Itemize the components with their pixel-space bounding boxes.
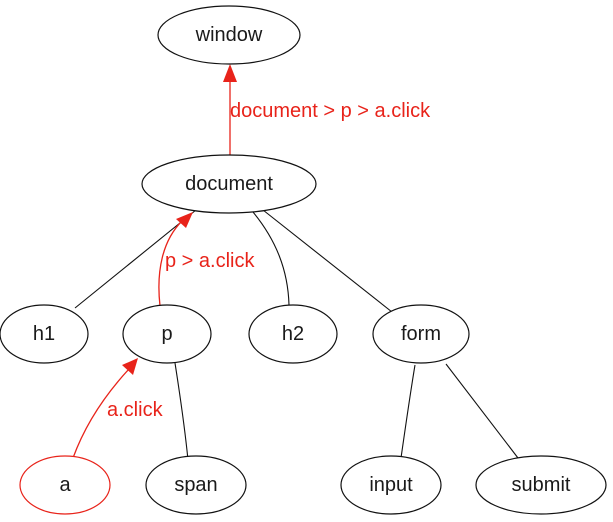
node-label-input: input: [369, 474, 413, 496]
node-label-span: span: [174, 474, 217, 496]
node-h1: h1: [0, 304, 89, 364]
node-submit: submit: [475, 455, 607, 515]
edge-form-input: [400, 364, 416, 459]
arrowhead-p: [122, 358, 138, 375]
arrowhead-document: [176, 212, 193, 228]
edge-document-form: [262, 209, 393, 313]
node-a: a: [19, 455, 111, 515]
event-edge-p-to-document: [158, 220, 183, 307]
node-label-window: window: [195, 24, 263, 46]
node-label-form: form: [401, 323, 441, 345]
event-label-a-click: a.click: [107, 399, 164, 421]
event-label-p-a-click: p > a.click: [165, 250, 255, 272]
event-labels: a.click p > a.click document > p > a.cli…: [107, 100, 431, 421]
event-edge-a-to-p: [72, 368, 130, 459]
node-window: window: [157, 5, 301, 65]
node-input: input: [340, 455, 442, 515]
arrowhead-window: [223, 64, 237, 82]
edge-document-h1: [74, 209, 197, 309]
node-label-h2: h2: [282, 323, 304, 345]
node-h2: h2: [248, 304, 338, 364]
node-label-submit: submit: [512, 474, 571, 496]
event-path: [72, 64, 237, 459]
node-label-document: document: [185, 173, 273, 195]
node-p: p: [122, 304, 212, 364]
node-label-h1: h1: [33, 323, 55, 345]
node-document: document: [141, 154, 317, 214]
node-form: form: [372, 304, 470, 364]
node-label-a: a: [59, 474, 71, 496]
tree-edges: [74, 209, 519, 461]
edge-document-h2: [252, 211, 290, 306]
node-span: span: [145, 455, 247, 515]
edge-p-span: [174, 362, 189, 461]
node-label-p: p: [161, 323, 172, 345]
edge-form-submit: [445, 363, 519, 459]
event-label-document-p-a-click: document > p > a.click: [230, 100, 431, 122]
